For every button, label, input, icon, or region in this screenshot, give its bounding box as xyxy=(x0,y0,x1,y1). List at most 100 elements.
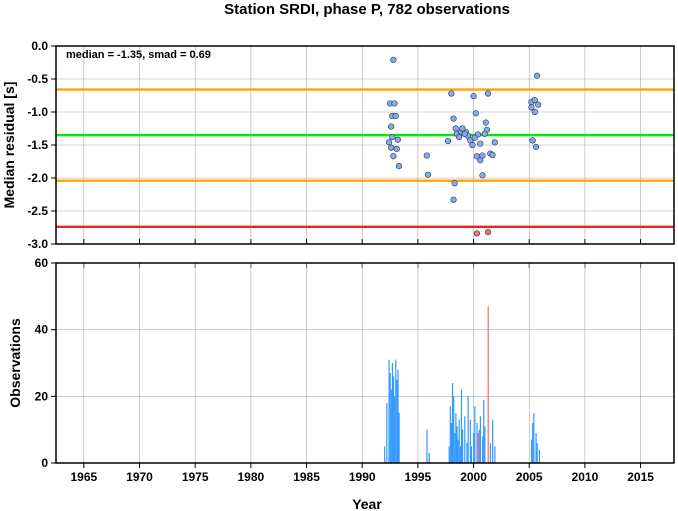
residual-point xyxy=(477,140,484,147)
observation-bar xyxy=(533,413,535,463)
residual-point xyxy=(423,152,430,159)
chart-title: Station SRDI, phase P, 782 observations xyxy=(224,1,510,18)
observation-bar xyxy=(536,443,538,463)
residual-point xyxy=(461,130,468,137)
residual-point xyxy=(451,180,458,187)
observation-bar xyxy=(474,406,476,463)
observation-bar xyxy=(384,446,386,463)
observation-bar xyxy=(467,396,469,463)
residual-y-tick-label: -3.0 xyxy=(27,237,48,251)
residual-point xyxy=(459,125,466,132)
residual-y-tick-label: -1.5 xyxy=(27,138,48,152)
residual-point xyxy=(531,97,538,104)
observation-bar xyxy=(450,423,453,463)
observation-bar xyxy=(460,389,463,463)
residual-point xyxy=(529,137,536,144)
residual-point xyxy=(455,133,463,141)
observation-bar xyxy=(457,439,459,463)
observation-bar xyxy=(469,419,471,463)
observation-bar xyxy=(473,433,475,463)
residual-y-tick-label: -2.5 xyxy=(27,204,48,218)
observation-bar xyxy=(492,419,494,463)
observation-bar xyxy=(453,396,455,463)
observation-bar xyxy=(456,426,458,463)
observation-bar xyxy=(476,423,478,463)
observation-bar xyxy=(386,403,388,463)
observation-bar xyxy=(531,439,533,463)
year-tick-label: 2010 xyxy=(572,470,599,484)
observation-bar xyxy=(461,429,464,463)
year-tick-label: 1965 xyxy=(70,470,97,484)
observation-bar xyxy=(483,399,485,463)
observation-bar xyxy=(494,446,496,463)
observation-bar xyxy=(454,433,456,463)
observations-y-label: Observations xyxy=(7,318,23,408)
observation-bar xyxy=(470,446,473,463)
year-axis-label: Year xyxy=(352,496,382,511)
residual-point xyxy=(472,110,479,117)
observation-bar xyxy=(398,413,400,463)
year-tick-label: 1995 xyxy=(405,470,432,484)
residual-point xyxy=(424,171,432,178)
observation-bar xyxy=(389,373,391,463)
year-tick-label: 2000 xyxy=(460,470,487,484)
residual-point xyxy=(391,100,398,107)
outlier-point xyxy=(484,229,492,236)
outlier-point xyxy=(473,230,481,237)
residual-y-tick-label: -0.5 xyxy=(27,72,48,86)
observation-bar xyxy=(388,359,390,463)
residual-point xyxy=(394,136,401,143)
observation-bar xyxy=(482,436,484,463)
observation-bar xyxy=(535,433,537,463)
residual-y-ticks: 0.0-0.5-1.0-1.5-2.0-2.5-3.0 xyxy=(27,39,56,251)
observations-grid xyxy=(56,263,674,463)
observation-bar xyxy=(466,443,468,463)
residual-point xyxy=(479,172,486,179)
residual-y-tick-label: -1.0 xyxy=(27,105,48,119)
residual-point xyxy=(389,133,396,141)
residual-point xyxy=(481,130,488,137)
observation-bar xyxy=(458,419,460,463)
observations-y-tick-label: 60 xyxy=(35,256,49,270)
year-tick-label: 1980 xyxy=(238,470,265,484)
outlier-observation-bar xyxy=(487,306,489,463)
residual-point xyxy=(450,196,457,203)
residual-points xyxy=(385,56,542,237)
observation-bar xyxy=(396,379,398,463)
residual-point xyxy=(390,153,397,160)
median-annotation: median = -1.35, smad = 0.69 xyxy=(66,49,211,61)
residual-point xyxy=(531,108,538,116)
residual-point xyxy=(392,112,399,120)
observation-bar xyxy=(538,449,541,463)
observation-bar xyxy=(428,453,430,463)
observations-y-tick-label: 20 xyxy=(35,389,49,403)
residual-point xyxy=(448,90,455,97)
residual-point xyxy=(450,115,457,122)
observation-bar xyxy=(532,423,534,463)
residual-panel: 0.0-0.5-1.0-1.5-2.0-2.5-3.0 median = -1.… xyxy=(1,39,675,268)
observation-bar xyxy=(391,363,394,463)
reference-lines xyxy=(56,88,674,229)
residual-point xyxy=(528,104,535,111)
residual-point xyxy=(385,139,393,146)
year-tick-label: 2005 xyxy=(516,470,543,484)
residual-grid xyxy=(56,46,674,244)
residual-point xyxy=(482,119,489,126)
residual-point xyxy=(444,137,452,145)
outlier-observation-bar xyxy=(477,433,479,463)
residual-point xyxy=(388,144,395,151)
residual-point xyxy=(532,143,540,151)
observation-bar xyxy=(464,416,466,463)
residual-point xyxy=(452,125,459,132)
residual-point xyxy=(393,145,400,153)
observation-bar xyxy=(459,446,461,463)
observation-bar xyxy=(390,389,392,463)
residual-point xyxy=(533,72,541,79)
residual-point xyxy=(388,123,395,130)
observations-y-tick-label: 0 xyxy=(41,456,48,470)
residual-y-tick-label: 0.0 xyxy=(31,39,48,53)
